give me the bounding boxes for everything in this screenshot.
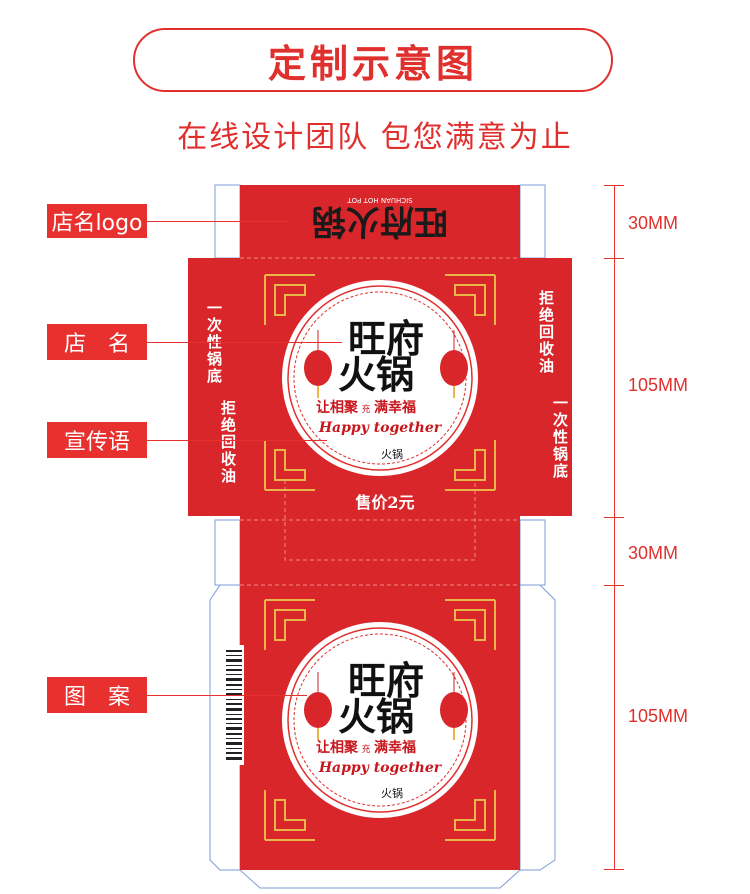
footer-brand: 火锅 [381, 448, 403, 461]
footer-brand-lower: 火锅 [381, 787, 403, 800]
lantern-icon [440, 672, 468, 740]
right-side-text-2: 一次性锅底 [551, 395, 569, 480]
callout-slogan-text: 宣传语 [63, 430, 130, 455]
tagline-small: 充 [361, 403, 370, 415]
left-side-panel [188, 258, 240, 516]
dimension-tick [604, 258, 624, 259]
callout-logo-text: 店名logo [51, 211, 143, 236]
right-side-text-1: 拒绝回收油 [537, 289, 555, 375]
callout-logo: 店名logo [47, 204, 147, 238]
brand-line1-lower: 旺府 [348, 658, 424, 703]
page-subtitle: 在线设计团队 包您满意为止 [177, 120, 573, 155]
top-flap-small: SICHUAN HOT POT [347, 196, 413, 204]
dimension-label: 30MM [628, 543, 679, 563]
fret-corners-lower [264, 599, 496, 841]
brand-line2-lower: 火锅 [338, 694, 414, 739]
dimension-tick [604, 185, 624, 186]
dimension-tick [604, 517, 624, 518]
tagline-small-lower: 充 [361, 743, 370, 755]
dimension-tick [604, 585, 624, 586]
leader-pattern [147, 695, 307, 696]
lower-medallion [282, 622, 478, 818]
barcode [224, 645, 244, 765]
callout-shop-name: 店 名 [47, 324, 147, 360]
dimension-label: 30MM [628, 213, 679, 233]
tagline-right: 满幸福 [374, 399, 416, 416]
fold-lines [240, 257, 520, 586]
lantern-icon [440, 330, 468, 398]
dimension-line [614, 185, 615, 870]
top-flap-name: 旺府火锅 [312, 201, 448, 241]
leader-shop-name [147, 342, 342, 343]
page-title: 定制示意图 [267, 41, 478, 86]
middle-strip [240, 520, 520, 585]
lantern-icon [304, 330, 332, 398]
callout-shop-name-text: 店 名 [63, 332, 130, 357]
tagline-left-lower: 让相聚 [316, 739, 359, 756]
page-title-pill: 定制示意图 [133, 28, 613, 92]
tagline-left: 让相聚 [316, 399, 359, 416]
dimension-tick [604, 869, 624, 870]
upper-medallion [282, 280, 478, 476]
leader-logo [147, 221, 290, 222]
lantern-icon [304, 672, 332, 740]
brand-line1: 旺府 [348, 316, 424, 361]
dimension-label: 105MM [628, 706, 689, 726]
english-tagline: Happy together [318, 420, 443, 436]
dimension-label: 105MM [628, 375, 689, 395]
callout-slogan: 宣传语 [47, 422, 147, 458]
brand-line2: 火锅 [338, 352, 414, 397]
right-side-panel [520, 258, 572, 516]
price-label: 售价2元 [355, 493, 414, 512]
english-tagline-lower: Happy together [318, 760, 443, 776]
callout-pattern-text: 图 案 [63, 685, 130, 710]
leader-slogan [147, 440, 327, 441]
fret-corners-upper [264, 274, 496, 491]
tagline-right-lower: 满幸福 [374, 739, 416, 756]
left-side-text-2: 拒绝回收油 [219, 399, 237, 485]
callout-pattern: 图 案 [47, 677, 147, 713]
